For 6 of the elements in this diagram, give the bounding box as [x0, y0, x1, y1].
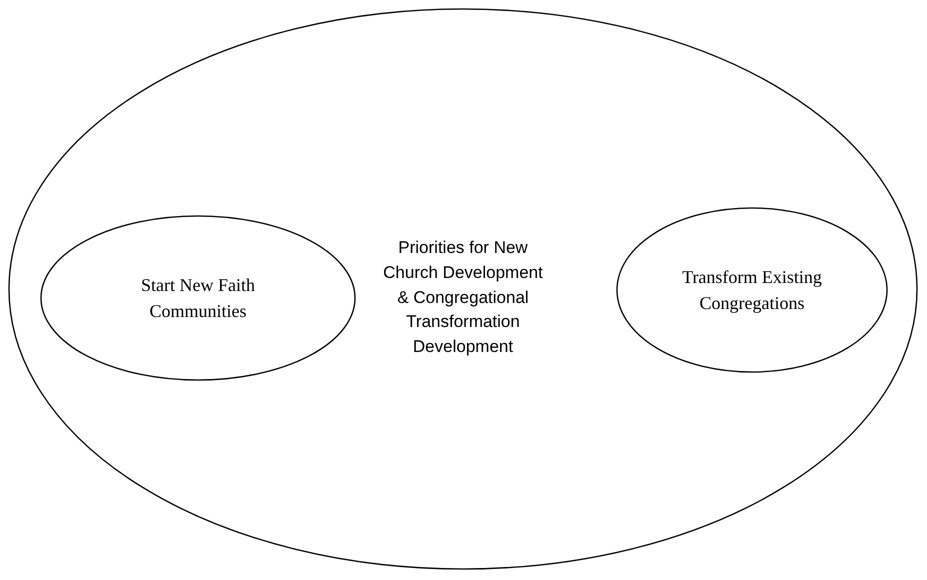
ellipse-label: Start New Faith Communities: [140, 274, 256, 323]
ellipse-label: Priorities for New Church Development & Congregational Transformation Development: [382, 237, 544, 358]
outer-ellipse: [8, 8, 918, 570]
ellipse-label: Transform Existing Congregations: [681, 266, 823, 315]
inner-ellipse: [616, 207, 888, 373]
inner-ellipse: [40, 215, 356, 381]
